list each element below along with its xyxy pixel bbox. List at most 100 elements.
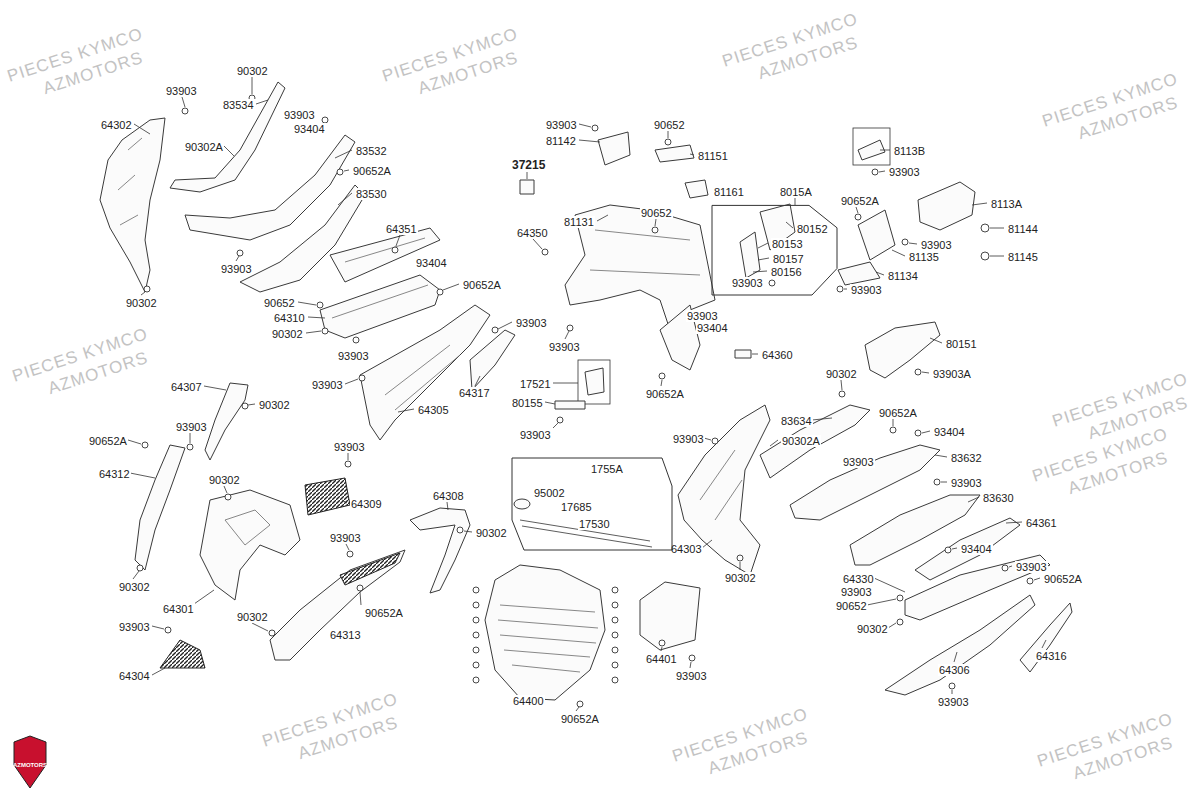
- label-anchor: 90302: [271, 324, 304, 342]
- label-anchor: 90652A: [560, 709, 600, 727]
- screw: [592, 125, 598, 131]
- label-anchor: 8113A: [990, 194, 1023, 212]
- screw: [689, 655, 695, 661]
- callout-number: 37215: [511, 159, 546, 172]
- label-anchor: 81131: [563, 212, 595, 230]
- label-anchor: 93903: [548, 337, 581, 355]
- leader-line: [702, 540, 712, 548]
- screw: [269, 630, 275, 636]
- label-anchor: 93903: [329, 528, 362, 546]
- screw: [492, 327, 498, 333]
- leader-line: [655, 219, 656, 226]
- callout-number: 93903: [545, 119, 578, 131]
- callout-number: 80151: [945, 338, 978, 350]
- label-anchor: 93903: [175, 417, 208, 435]
- callout-number: 81134: [887, 270, 919, 282]
- leader-line: [338, 193, 352, 205]
- screw: [712, 438, 718, 444]
- leader-line: [152, 626, 164, 629]
- leader-line: [194, 590, 214, 604]
- leader-line: [565, 331, 569, 339]
- callout-number: 8113B: [893, 145, 926, 157]
- screw: [915, 430, 921, 436]
- leader-line: [668, 131, 669, 138]
- leader-line: [752, 354, 758, 355]
- body-panel: [200, 490, 300, 600]
- label-anchor: 64401: [645, 649, 678, 667]
- screw: [897, 619, 903, 625]
- screw: [1027, 578, 1033, 584]
- body-panel: [170, 82, 285, 192]
- callout-number: 64401: [645, 653, 678, 665]
- body-panel: [514, 499, 530, 509]
- callout-number: 93903: [519, 429, 552, 441]
- label-anchor: 90302: [475, 523, 508, 541]
- screw: [612, 632, 618, 638]
- callout-number: 93903: [950, 477, 983, 489]
- screw: [187, 444, 193, 450]
- body-panel: [981, 252, 989, 260]
- leader-line: [786, 222, 793, 228]
- label-anchor: 37215: [511, 155, 546, 173]
- leader-line: [553, 383, 578, 384]
- callout-number: 81131: [563, 216, 595, 228]
- body-panel: [598, 132, 630, 165]
- callout-number: 93903: [329, 532, 362, 544]
- leader-line: [935, 455, 947, 457]
- leader-line: [579, 124, 591, 127]
- label-anchor: 8015A: [779, 182, 813, 200]
- label-anchor: 90302: [236, 607, 269, 625]
- callout-number: 90652A: [560, 713, 600, 725]
- screw: [915, 369, 921, 375]
- leader-line: [335, 150, 352, 158]
- screw: [612, 647, 618, 653]
- body-panel: [118, 138, 142, 225]
- leader-line: [841, 380, 842, 390]
- screw: [769, 280, 775, 286]
- label-anchor: 83530: [355, 184, 388, 202]
- body-panel: [853, 128, 890, 165]
- screw: [612, 677, 618, 683]
- body-panel: [225, 510, 270, 545]
- screw: [317, 302, 323, 308]
- label-anchor: 64313: [329, 625, 362, 643]
- label-anchor: 17530: [578, 514, 611, 532]
- callout-number: 17685: [560, 501, 593, 513]
- callout-number: 83630: [982, 492, 1015, 504]
- callout-number: 95002: [533, 487, 566, 499]
- leader-line: [204, 386, 226, 390]
- callout-number: 83530: [355, 188, 388, 200]
- body-panel: [100, 118, 165, 292]
- label-anchor: 81135: [908, 247, 940, 265]
- label-anchor: 93903: [937, 692, 970, 710]
- callout-number: 90302: [118, 581, 151, 593]
- callout-number: 90652A: [462, 279, 502, 291]
- callout-number: 83534: [222, 99, 255, 111]
- screw: [567, 325, 573, 331]
- screw: [142, 442, 148, 448]
- leader-line: [498, 322, 512, 329]
- label-anchor: 83532: [355, 141, 388, 159]
- leader-line: [888, 623, 896, 628]
- callout-number: 93903: [842, 456, 875, 468]
- label-anchor: 90652A: [364, 603, 404, 621]
- screw: [839, 391, 845, 397]
- callout-number: 93903: [1015, 561, 1048, 573]
- leader-line: [879, 171, 885, 172]
- label-anchor: 93903: [545, 115, 578, 133]
- callout-number: 90652A: [840, 195, 880, 207]
- label-anchor: 90652: [263, 293, 296, 311]
- label-anchor: 93903: [850, 280, 883, 298]
- body-panel: [320, 275, 440, 338]
- callout-number: 64308: [432, 490, 465, 502]
- label-anchor: 64361: [1025, 513, 1058, 531]
- leader-line: [1034, 578, 1040, 580]
- leader-line: [306, 331, 321, 333]
- screw: [345, 461, 351, 467]
- callout-number: 64306: [938, 664, 971, 676]
- label-anchor: 64305: [417, 400, 450, 418]
- label-anchor: 83630: [982, 488, 1015, 506]
- screw: [473, 647, 479, 653]
- callout-number: 93903: [937, 696, 970, 708]
- screw: [437, 289, 443, 295]
